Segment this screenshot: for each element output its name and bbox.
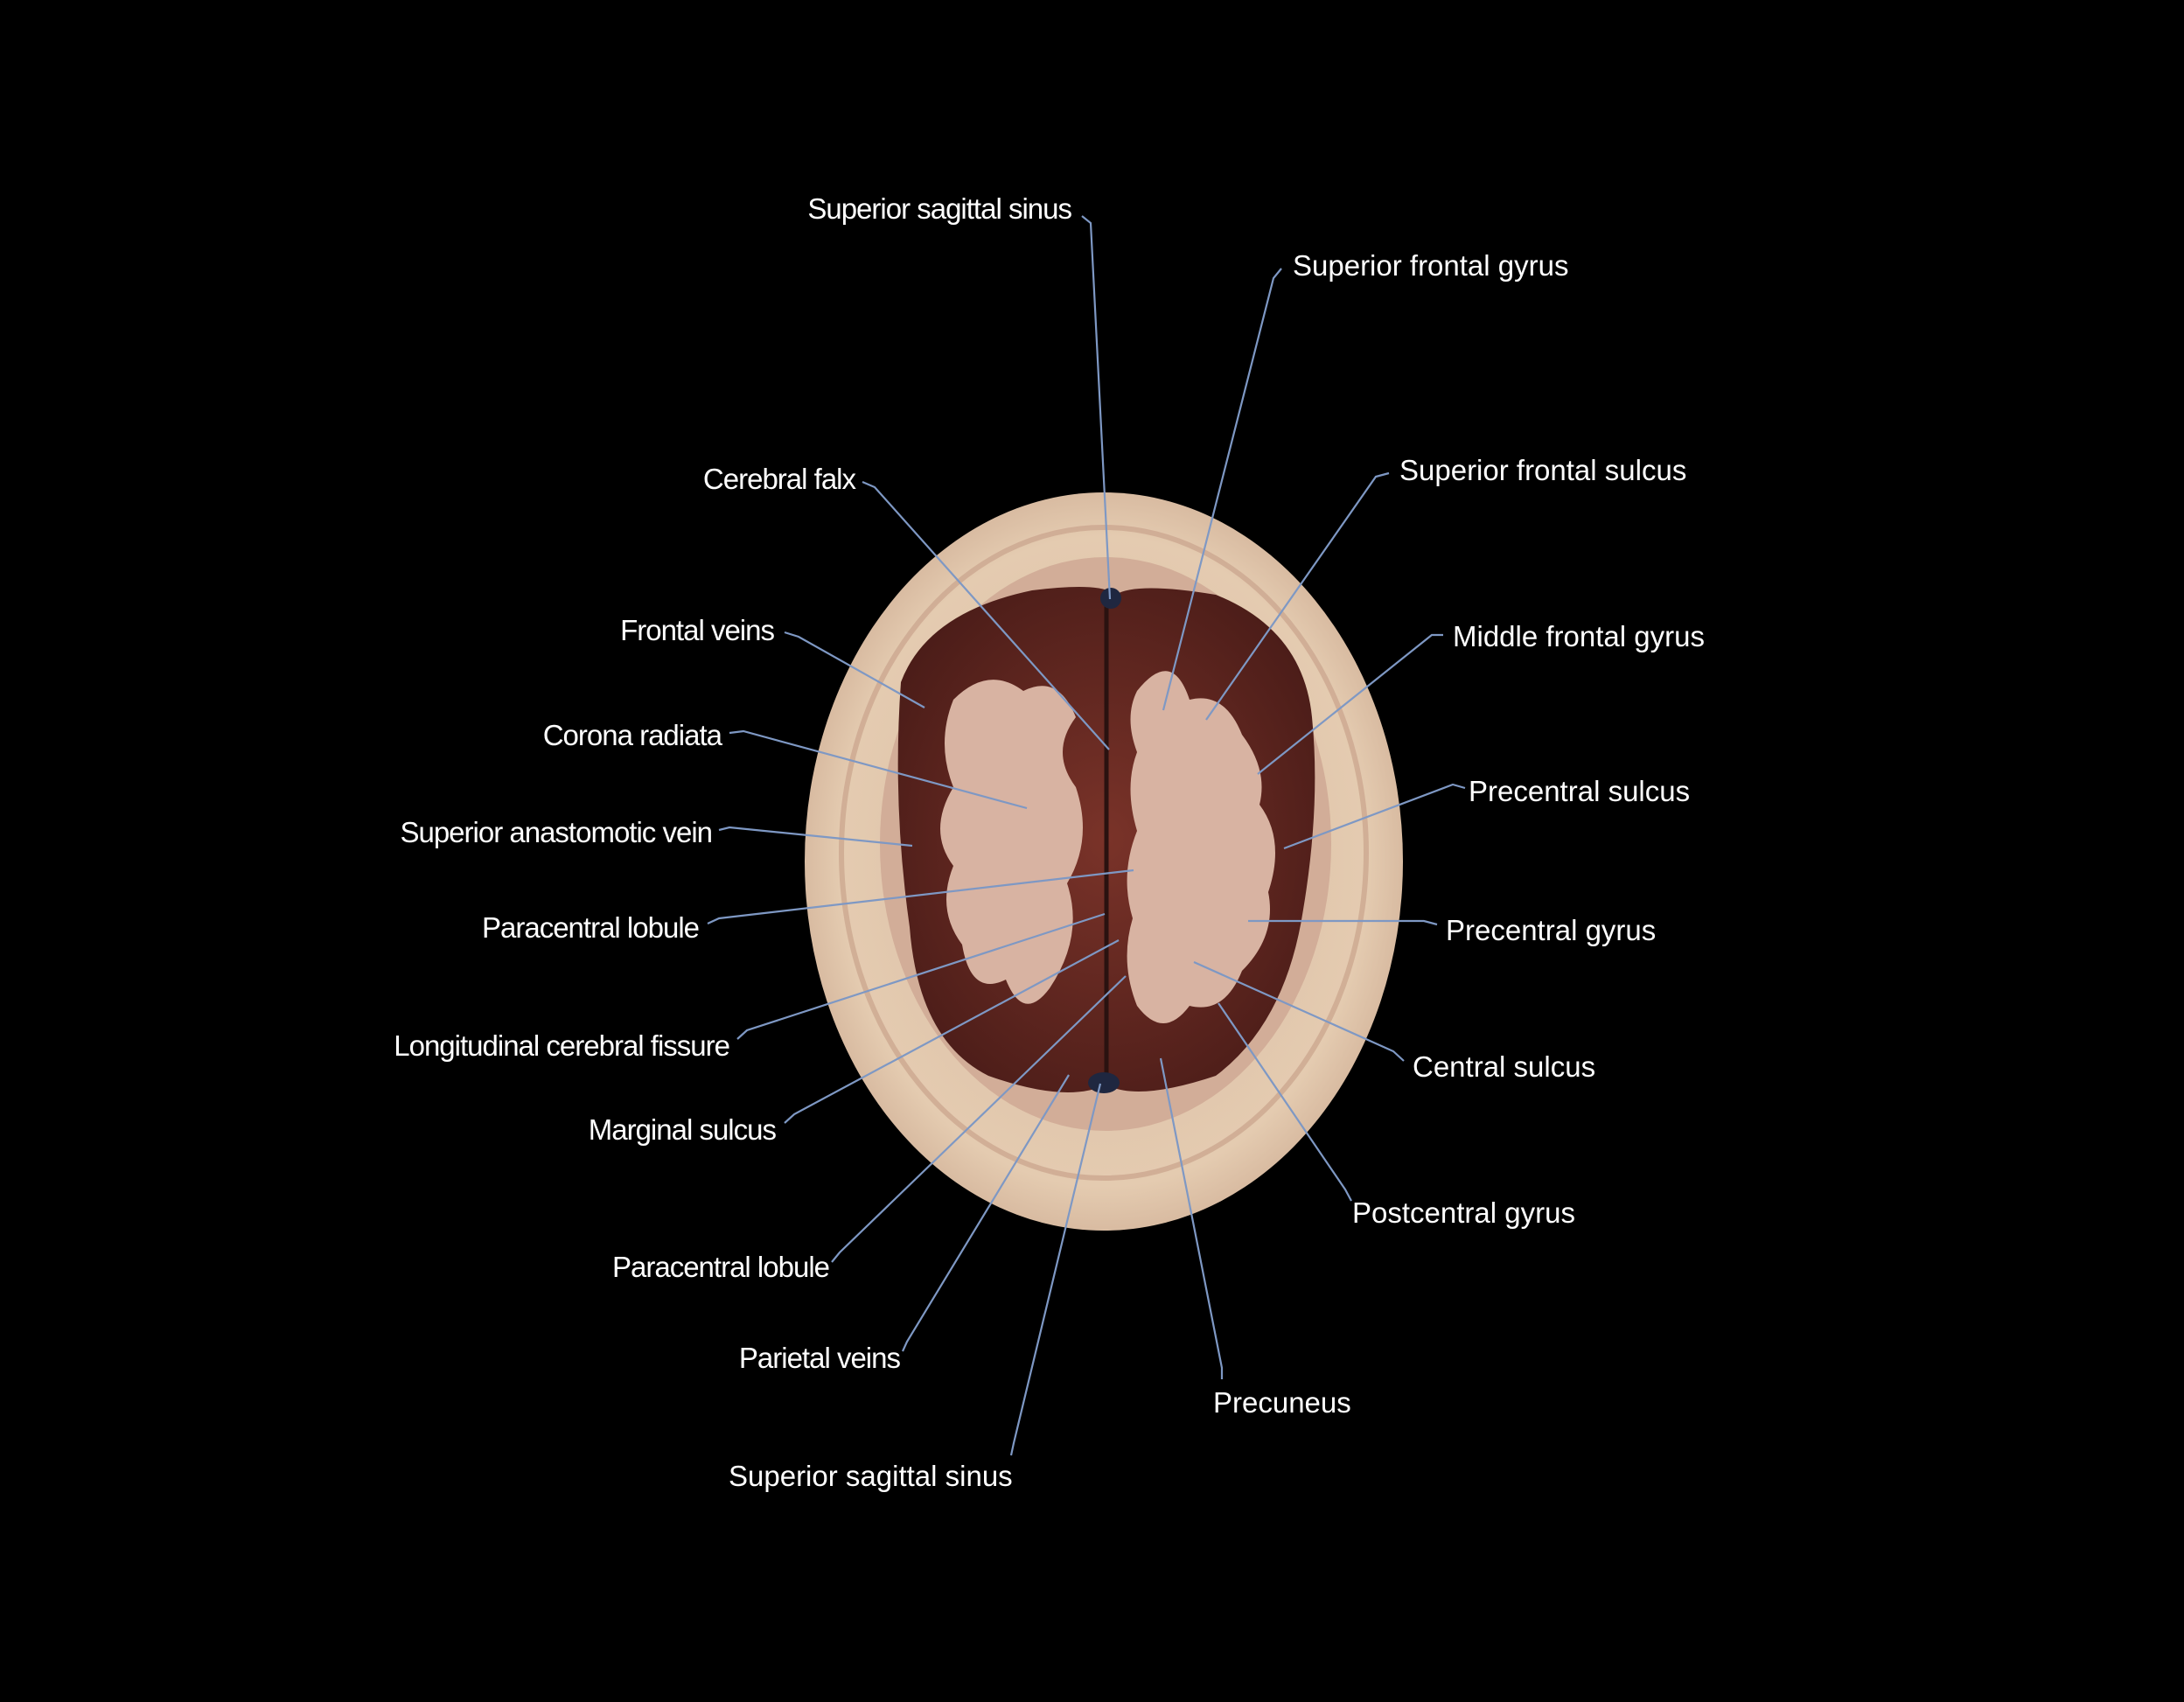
superior-anastomotic-vein-leader-line bbox=[718, 826, 913, 848]
paracentral-lobule-left-leader-line bbox=[707, 868, 1134, 924]
marginal-sulcus-label: Marginal sulcus bbox=[588, 1113, 777, 1146]
postcentral-gyrus-label: Postcentral gyrus bbox=[1352, 1196, 1575, 1229]
central-sulcus-label: Central sulcus bbox=[1413, 1050, 1596, 1083]
white-matter-left bbox=[940, 680, 1083, 1004]
paracentral-lobule-bottom-leader-line bbox=[831, 975, 1127, 1263]
precentral-sulcus-label: Precentral sulcus bbox=[1469, 775, 1691, 807]
precuneus-leader-line bbox=[1159, 1057, 1224, 1379]
paracentral-lobule-left-label: Paracentral lobule bbox=[482, 911, 700, 944]
frontal-veins-leader-line bbox=[784, 631, 925, 708]
superior-sagittal-sinus-top-label: Superior sagittal sinus bbox=[807, 192, 1072, 225]
cerebral-falx-leader-line bbox=[862, 480, 1110, 750]
paracentral-lobule-bottom-label: Paracentral lobule bbox=[612, 1251, 830, 1283]
superior-frontal-gyrus-label: Superior frontal gyrus bbox=[1293, 249, 1569, 282]
leader-lines bbox=[707, 215, 1466, 1456]
corona-radiata-leader-line bbox=[729, 729, 1028, 810]
superior-sagittal-sinus-top-leader-line bbox=[1081, 215, 1112, 600]
cerebral-falx-label: Cerebral falx bbox=[702, 463, 856, 495]
superior-frontal-sulcus-leader-line bbox=[1205, 471, 1390, 721]
superior-anastomotic-vein-label: Superior anastomotic vein bbox=[400, 816, 713, 848]
postcentral-gyrus-leader-line bbox=[1218, 1002, 1352, 1202]
skull-inner-table bbox=[839, 525, 1369, 1181]
longitudinal-cerebral-fissure-label: Longitudinal cerebral fissure bbox=[394, 1029, 730, 1062]
precentral-gyrus-label: Precentral gyrus bbox=[1446, 914, 1657, 946]
corona-radiata-label: Corona radiata bbox=[542, 719, 722, 751]
marginal-sulcus-leader-line bbox=[784, 939, 1120, 1124]
frontal-veins-label: Frontal veins bbox=[620, 614, 775, 646]
middle-frontal-gyrus-label: Middle frontal gyrus bbox=[1453, 620, 1705, 652]
precentral-gyrus-leader-line bbox=[1248, 919, 1438, 926]
parietal-veins-label: Parietal veins bbox=[738, 1342, 901, 1374]
longitudinal-cerebral-fissure-leader-line bbox=[736, 912, 1106, 1040]
superior-sagittal-sinus-bottom-label: Superior sagittal sinus bbox=[729, 1460, 1013, 1492]
superior-sagittal-sinus-bottom-leader-line bbox=[1009, 1083, 1102, 1456]
middle-frontal-gyrus-leader-line bbox=[1257, 633, 1443, 775]
superior-sagittal-sinus-posterior bbox=[1088, 1072, 1120, 1093]
parietal-veins-leader-line bbox=[901, 1074, 1070, 1352]
precuneus-label: Precuneus bbox=[1213, 1386, 1351, 1419]
central-sulcus-leader-line bbox=[1193, 960, 1405, 1062]
white-matter-right bbox=[1127, 671, 1275, 1023]
superior-frontal-gyrus-leader-line bbox=[1162, 268, 1282, 711]
superior-frontal-sulcus-label: Superior frontal sulcus bbox=[1399, 454, 1687, 486]
precentral-sulcus-leader-line bbox=[1283, 783, 1466, 850]
